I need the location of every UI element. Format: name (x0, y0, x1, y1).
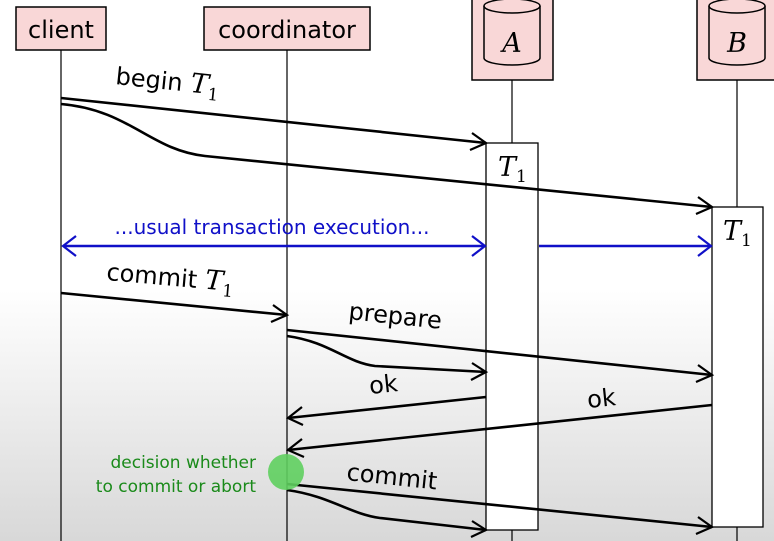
client-label: client (28, 16, 94, 44)
db-a-actor: A (471, 0, 554, 81)
db-a-label: A (499, 28, 522, 59)
decision-line-1: decision whether (110, 453, 256, 473)
ok-response-from-a (285, 395, 487, 426)
db-b-exec-label: T1 (723, 216, 752, 251)
prepare-message-to-a (286, 334, 489, 381)
usual-execution-label: ...usual transaction execution... (115, 215, 430, 239)
begin-message-to-b (60, 102, 715, 216)
decision-line-2: to commit or abort (96, 477, 257, 497)
database-icon (708, 0, 766, 66)
db-b-execution-box (711, 206, 764, 528)
coordinator-actor: coordinator (203, 6, 371, 51)
db-b-label: B (726, 28, 747, 59)
commit-final-label: commit (345, 458, 438, 495)
db-a-execution-box (485, 142, 539, 531)
commit-message-to-a (286, 488, 489, 538)
commit-message-to-b (286, 482, 715, 536)
coordinator-label: coordinator (218, 16, 356, 44)
ok-a-label: ok (368, 369, 399, 400)
db-b-actor: B (696, 0, 774, 81)
decision-dot (268, 454, 304, 490)
ok-b-label: ok (586, 383, 617, 414)
client-actor: client (15, 6, 107, 51)
prepare-message-to-b (286, 328, 715, 384)
ok-response-from-b (285, 403, 713, 459)
usual-execution-arrow (61, 235, 713, 257)
db-a-exec-label: T1 (498, 152, 527, 187)
commit-request-message (60, 291, 290, 324)
begin-message-to-a (60, 96, 489, 152)
database-icon (483, 0, 541, 66)
prepare-label: prepare (347, 297, 443, 335)
